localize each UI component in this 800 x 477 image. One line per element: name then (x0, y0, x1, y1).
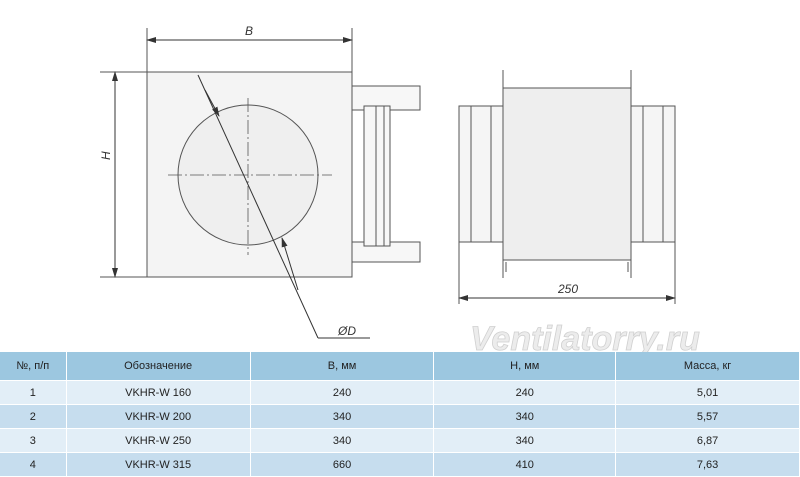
dim-diameter-label: ØD (337, 324, 356, 338)
technical-drawing: Ventilatorry.ru B H ØD (99, 24, 700, 352)
cell-number: 3 (0, 428, 67, 453)
col-header-mass: Масса, кг (615, 352, 800, 381)
table-row: 4 VKHR-W 315 660 410 7,63 (0, 452, 800, 477)
dim-b-label: B (245, 24, 253, 38)
watermark-text: Ventilatorry.ru (470, 320, 700, 352)
dimension-h: H (99, 71, 118, 278)
cell-width: 340 (250, 404, 435, 429)
table-row: 1 VKHR-W 160 240 240 5,01 (0, 380, 800, 405)
cell-mass: 6,87 (615, 428, 800, 453)
col-header-width: В, мм (250, 352, 435, 381)
cell-height: 410 (433, 452, 617, 477)
front-view (100, 28, 421, 278)
cell-height: 340 (433, 404, 617, 429)
cell-mass: 5,01 (615, 380, 800, 405)
cell-designation: VKHR-W 160 (66, 380, 251, 405)
col-header-height: Н, мм (433, 352, 617, 381)
dimension-length: 250 (458, 282, 676, 301)
cell-designation: VKHR-W 315 (66, 452, 251, 477)
dim-h-label: H (99, 151, 113, 160)
table-header-row: №, п/п Обозначение В, мм Н, мм Масса, кг (0, 352, 800, 381)
cell-designation: VKHR-W 250 (66, 428, 251, 453)
col-header-number: №, п/п (0, 352, 67, 381)
specs-table: №, п/п Обозначение В, мм Н, мм Масса, кг… (0, 352, 800, 477)
cell-width: 240 (250, 380, 435, 405)
cell-width: 340 (250, 428, 435, 453)
cell-designation: VKHR-W 200 (66, 404, 251, 429)
cell-height: 240 (433, 380, 617, 405)
cell-width: 660 (250, 452, 435, 477)
cell-height: 340 (433, 428, 617, 453)
dim-length-label: 250 (557, 282, 578, 296)
dimension-b: B (146, 24, 353, 43)
cell-number: 4 (0, 452, 67, 477)
cell-number: 1 (0, 380, 67, 405)
col-header-designation: Обозначение (66, 352, 251, 381)
cell-mass: 5,57 (615, 404, 800, 429)
cell-mass: 7,63 (615, 452, 800, 477)
side-view (458, 70, 676, 304)
dimension-diameter: ØD (197, 74, 370, 339)
table-row: 2 VKHR-W 200 340 340 5,57 (0, 404, 800, 429)
cell-number: 2 (0, 404, 67, 429)
table-row: 3 VKHR-W 250 340 340 6,87 (0, 428, 800, 453)
